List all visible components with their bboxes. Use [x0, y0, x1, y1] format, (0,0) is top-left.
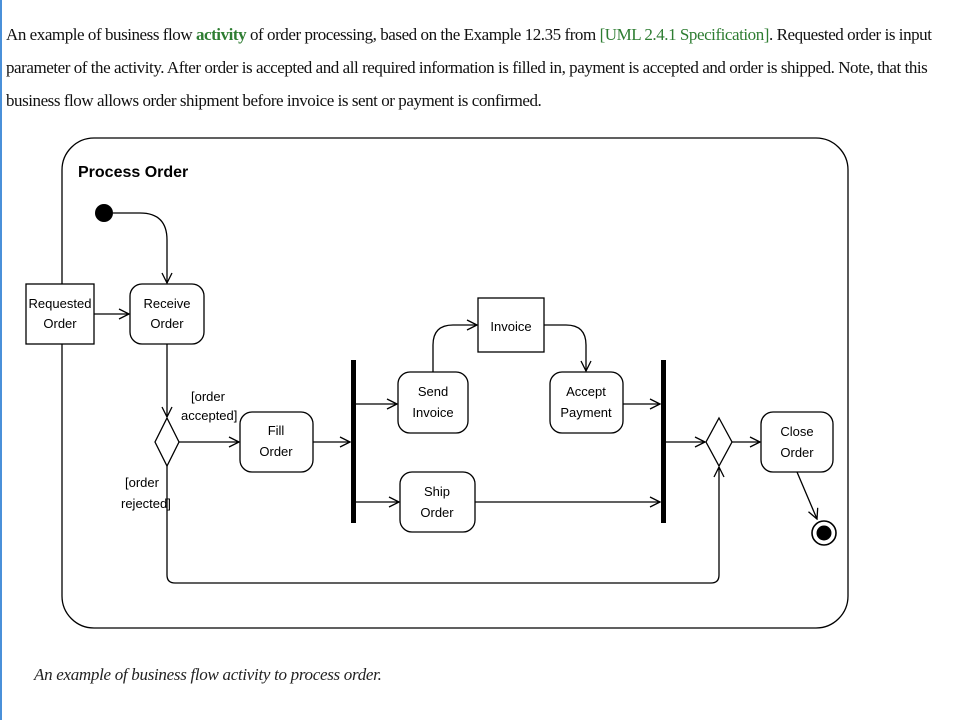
ship-order-label-1: Ship [424, 484, 450, 499]
guard-rejected-1: [order [125, 475, 160, 490]
uml-spec-link[interactable]: [UML 2.4.1 Specification] [599, 25, 770, 44]
ship-order-label-2: Order [420, 505, 454, 520]
activity-diagram: Process Order Requested Order Receive Or… [25, 137, 849, 629]
activity-link[interactable]: activity [195, 25, 247, 44]
receive-order-label-1: Receive [144, 296, 191, 311]
edge-invoice-to-accept-payment [544, 324, 586, 371]
receive-order-action [129, 283, 205, 345]
figure-caption: An example of business flow activity to … [34, 665, 382, 684]
close-order-label-2: Order [780, 445, 814, 460]
initial-node [95, 204, 113, 222]
requested-order-label-1: Requested [29, 296, 92, 311]
requested-order-label-2: Order [43, 316, 77, 331]
fill-order-label-1: Fill [268, 423, 285, 438]
fill-order-label-2: Order [259, 444, 293, 459]
intro-paragraph: An example of business flow activity of … [6, 18, 954, 117]
final-node-inner [816, 525, 832, 541]
requested-order-param [25, 283, 95, 345]
intro-text-middle: of order processing, based on the Exampl… [246, 25, 600, 44]
edge-rejected-to-merge [166, 466, 719, 584]
accept-payment-label-1: Accept [566, 384, 606, 399]
fork-bar [351, 360, 356, 523]
send-invoice-label-1: Send [418, 384, 448, 399]
intro-text-before: An example of business flow [6, 25, 196, 44]
send-invoice-action [397, 371, 469, 434]
accept-payment-action [549, 371, 624, 434]
close-order-label-1: Close [780, 424, 813, 439]
activity-title: Process Order [78, 164, 188, 181]
ship-order-action [399, 471, 476, 533]
edge-initial-to-receive [113, 212, 167, 283]
accept-payment-label-2: Payment [560, 405, 612, 420]
page-left-border [0, 0, 2, 720]
send-invoice-label-2: Invoice [412, 405, 453, 420]
intro-text-after: . Requested order is input parameter of … [6, 25, 932, 110]
invoice-object [477, 297, 545, 353]
receive-order-label-2: Order [150, 316, 184, 331]
guard-accepted-1: [order [191, 389, 226, 404]
close-order-action [760, 411, 834, 473]
guard-rejected-2: rejected] [121, 496, 171, 511]
invoice-object-label: Invoice [490, 319, 531, 334]
fill-order-action [239, 411, 314, 473]
edge-send-invoice-to-invoice [432, 325, 477, 372]
guard-accepted-2: accepted] [181, 408, 237, 423]
join-bar [661, 360, 666, 523]
edge-close-to-final [796, 471, 817, 519]
